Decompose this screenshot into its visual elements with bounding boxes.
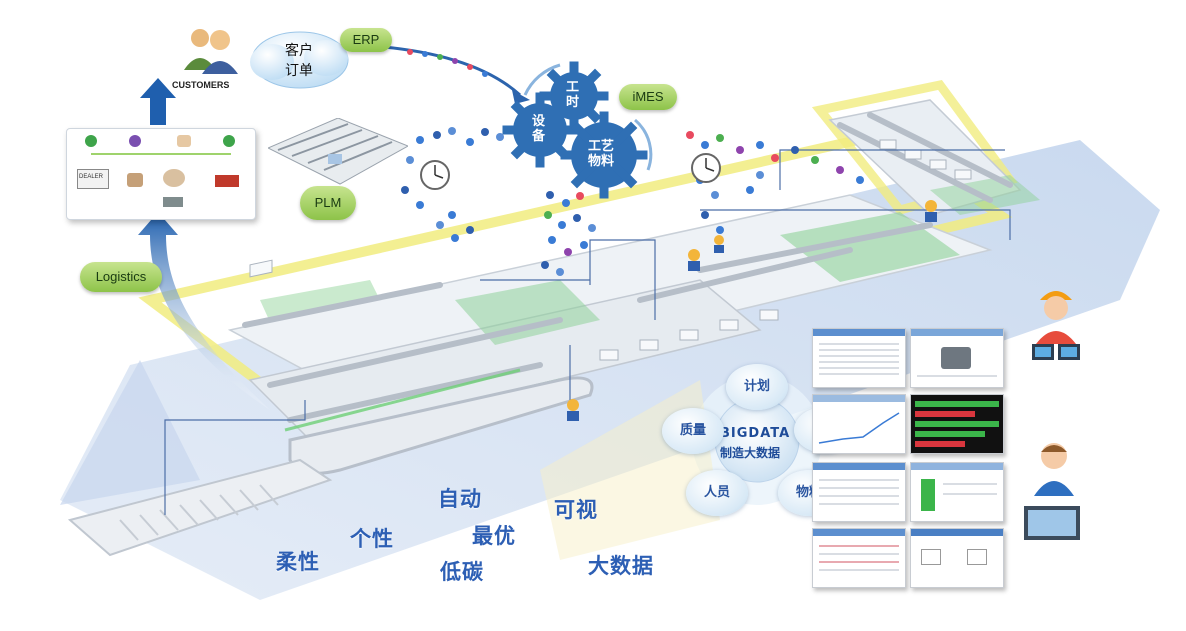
keyword-optimal: 最优: [472, 524, 516, 548]
dashboard-thumb-8: [910, 528, 1004, 588]
logistics-node: Logistics: [80, 262, 162, 292]
order-cloud-line2: 订单: [285, 63, 313, 79]
keyword-flexible: 柔性: [276, 550, 320, 574]
machine-blocks: [249, 139, 972, 361]
customers-arrow: [140, 78, 176, 125]
yellow-band-top: [138, 129, 1013, 396]
bigdata-title: BIGDATA: [720, 426, 791, 441]
clock-icon-2: [691, 153, 721, 183]
keyword-automatic: 自动: [438, 487, 482, 511]
flow-node-4: [223, 135, 235, 147]
data-dots: [401, 49, 864, 276]
truck-icon-2: [163, 197, 183, 207]
gear-label-left: 设备: [532, 114, 546, 144]
order-cloud: [250, 31, 349, 89]
keyword-low-carbon: 低碳: [440, 560, 484, 584]
gear-label-top: 工时: [566, 80, 580, 110]
imes-node: iMES: [619, 84, 677, 110]
logistics-flow-card: DEALER: [66, 128, 256, 220]
order-cloud-line1: 客户: [285, 43, 313, 59]
manager-avatar: [1022, 438, 1082, 546]
gear-label-right: 工艺物料: [588, 139, 615, 169]
worker-icons: [567, 200, 937, 421]
customers-icon: [180, 22, 240, 78]
dashboard-thumb-1: [812, 328, 906, 388]
flow-arrows: [91, 153, 231, 155]
erp-flow-arc: [354, 43, 522, 97]
dealer-label: DEALER: [79, 174, 104, 180]
keyword-big-data: 大数据: [588, 554, 654, 578]
flow-node-2: [129, 135, 141, 147]
bottom-conveyor: [67, 458, 333, 557]
keyword-personalized: 个性: [350, 527, 394, 551]
customers-label: CUSTOMERS: [172, 80, 230, 90]
bigdata-subtitle: 制造大数据: [720, 446, 781, 460]
clock-icon: [420, 160, 450, 190]
bottom-rollers: [119, 484, 279, 541]
flow-node-1: [85, 135, 97, 147]
data-links: [164, 149, 1011, 515]
erp-flow-arrowhead: [512, 90, 530, 104]
dealer-box: [77, 169, 109, 189]
logistics-arrow: [138, 212, 270, 410]
dashboard-thumb-4: [910, 394, 1004, 454]
erp-node: ERP: [340, 28, 392, 52]
dashboard-thumb-7: [812, 528, 906, 588]
engineer-avatar: [1028, 282, 1084, 374]
gear-cluster: [502, 61, 648, 199]
truck-icon: [215, 175, 239, 187]
plm-building: [266, 117, 410, 186]
green-zone-4: [260, 280, 380, 322]
petal-personnel: 人员: [686, 470, 748, 516]
dashboard-thumb-6: [910, 462, 1004, 522]
dashboard-thumb-3: [812, 394, 906, 454]
dashboard-thumb-2: [910, 328, 1004, 388]
plm-node: PLM: [300, 186, 356, 220]
flow-node-6: [163, 169, 185, 187]
gear-rings: [523, 63, 653, 171]
conveyors: [242, 112, 1013, 423]
flow-node-5: [127, 173, 143, 187]
green-zone-1: [455, 280, 600, 345]
flow-node-3: [177, 135, 191, 147]
petal-plan: 计划: [726, 364, 788, 410]
keyword-visual: 可视: [554, 498, 598, 522]
petal-quality: 质量: [662, 408, 724, 454]
dashboard-thumb-5: [812, 462, 906, 522]
